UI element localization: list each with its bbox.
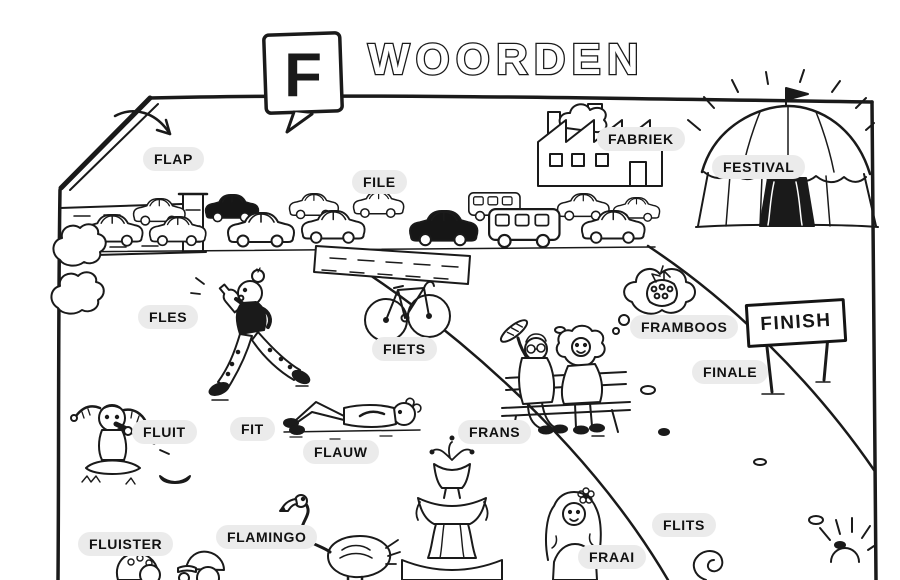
pretty-woman-drawing [545, 487, 602, 580]
festival-tent-drawing [687, 69, 879, 228]
title-letter: F [284, 41, 322, 110]
flap-arrow-icon [113, 110, 172, 136]
factory-drawing [537, 103, 663, 187]
bushes-drawing [50, 223, 107, 315]
flute-girl-drawing [70, 404, 191, 485]
finish-sign: FINISH [744, 297, 848, 349]
fainted-person-drawing [283, 397, 422, 440]
page-title: F WOORDEN [262, 31, 645, 134]
title-word: WOORDEN [368, 35, 645, 84]
fountain-drawing [401, 435, 503, 580]
flits-drawing [692, 517, 875, 580]
bench-couple-drawing [499, 265, 696, 441]
traffic-jam-drawing [59, 190, 661, 253]
fles-figure-drawing [190, 267, 311, 401]
flamingo-drawing [279, 494, 401, 580]
whispering-kids-drawing [116, 550, 225, 580]
finish-sign-posts [761, 334, 831, 395]
bicycle-drawing [313, 245, 471, 342]
